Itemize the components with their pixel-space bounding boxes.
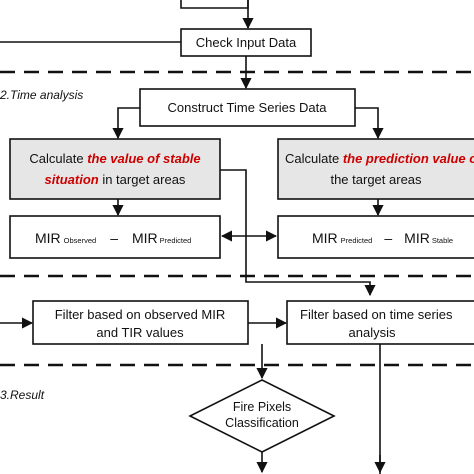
calc-pred-line2: the target areas (330, 172, 422, 187)
fire-class-line1: Fire Pixels (233, 400, 291, 414)
section-label-time-analysis: 2.Time analysis (0, 88, 83, 102)
calc-pred-prefix: Calculate (285, 151, 343, 166)
diff-obs-pred-a-sub: Observed (64, 236, 97, 245)
check-input-node: Check Input Data (180, 28, 312, 57)
diff-pred-stable-b: MIR (404, 230, 430, 246)
svg-text:situation in target areas: situation in target areas (45, 172, 186, 187)
filter-ts-line2: analysis (349, 325, 396, 340)
calc-stable-suffix: in target areas (99, 172, 186, 187)
construct-ts-label: Construct Time Series Data (168, 100, 328, 115)
filter-mir-tir-node: Filter based on observed MIR and TIR val… (32, 300, 249, 345)
filter-mir-tir-line2: and TIR values (96, 325, 184, 340)
filter-to-decision-arrows (256, 344, 381, 474)
diff-pred-stable-a: MIR (312, 230, 338, 246)
svg-text:Calculate the value of stable: Calculate the value of stable (29, 151, 200, 166)
fire-class-node: Fire Pixels Classification (188, 379, 336, 453)
filter-mir-tir-line1: Filter based on observed MIR (55, 307, 226, 322)
calc-pred-emph: the prediction value o (343, 151, 474, 166)
calc-stable-emph1: the value of stable (87, 151, 200, 166)
filter-ts-line1: Filter based on time series (300, 307, 453, 322)
stable-to-diff-arrows (112, 169, 384, 297)
calc-stable-prefix: Calculate (29, 151, 87, 166)
check-input-label: Check Input Data (196, 35, 297, 50)
fire-class-line2: Classification (225, 416, 299, 430)
diff-pred-stable-a-sub: Predicted (341, 236, 373, 245)
diff-obs-pred-a: MIR (35, 230, 61, 246)
calc-pred-node: Calculate the prediction value o the tar… (277, 138, 474, 200)
calc-stable-node: Calculate the value of stable situation … (9, 138, 221, 200)
construct-ts-node: Construct Time Series Data (139, 88, 356, 127)
filter-ts-node: Filter based on time series analysis (286, 300, 474, 345)
diff-obs-pred-op: – (110, 230, 118, 246)
branch-arrows (112, 107, 384, 140)
diff-pred-stable-op: – (384, 230, 392, 246)
diff-pred-stable-b-sub: Stable (432, 236, 453, 245)
diff-obs-pred-b-sub: Predicted (160, 236, 192, 245)
section-label-result: 3.Result (0, 388, 45, 402)
calc-stable-emph2: situation (45, 172, 99, 187)
svg-text:Calculate the prediction value: Calculate the prediction value o (285, 151, 474, 166)
top-connector (0, 0, 254, 43)
decision-out-arrows (256, 452, 386, 474)
diff-obs-pred-b: MIR (132, 230, 158, 246)
